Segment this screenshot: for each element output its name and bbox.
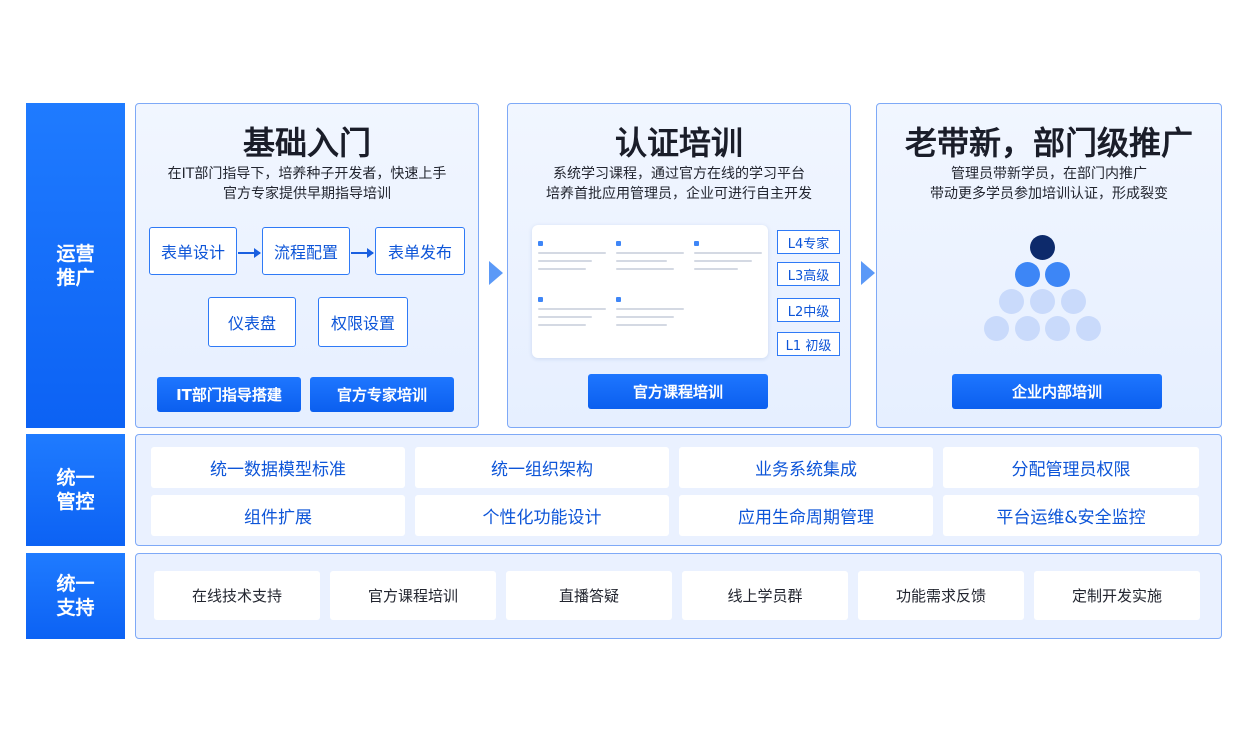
control-item[interactable]: 业务系统集成 <box>679 447 933 488</box>
dot-mentor <box>1030 235 1055 260</box>
panel-certification: 认证培训 系统学习课程，通过官方在线的学习平台 培养首批应用管理员，企业可进行自… <box>507 103 851 428</box>
doc-icon <box>538 241 606 246</box>
control-panel: 统一数据模型标准 统一组织架构 业务系统集成 分配管理员权限 组件扩展 个性化功… <box>135 434 1222 546</box>
support-item[interactable]: 线上学员群 <box>682 571 848 620</box>
it-guide-button[interactable]: IT部门指导搭建 <box>157 377 301 412</box>
internal-training-button[interactable]: 企业内部培训 <box>952 374 1162 409</box>
flow-step-process-config[interactable]: 流程配置 <box>262 227 350 275</box>
panel-mentoring-desc-1: 管理员带新学员，在部门内推广 <box>951 166 1147 182</box>
expert-training-button[interactable]: 官方专家培训 <box>310 377 454 412</box>
flow-step-form-publish[interactable]: 表单发布 <box>375 227 465 275</box>
box-dashboard[interactable]: 仪表盘 <box>208 297 296 347</box>
doc-icon <box>538 297 606 302</box>
dot-learner <box>1076 316 1101 341</box>
panel-basic-desc-1: 在IT部门指导下，培养种子开发者，快速上手 <box>167 166 447 182</box>
support-item[interactable]: 直播答疑 <box>506 571 672 620</box>
control-item[interactable]: 统一组织架构 <box>415 447 669 488</box>
course-platform-thumbnail <box>532 225 768 358</box>
side-label-control: 统一 管控 <box>26 434 125 546</box>
panel-certification-desc-1: 系统学习课程，通过官方在线的学习平台 <box>553 166 805 182</box>
level-l2[interactable]: L2中级 <box>777 298 840 322</box>
panel-basic-title: 基础入门 <box>242 124 371 162</box>
level-l1[interactable]: L1 初级 <box>777 332 840 356</box>
dot-learner <box>984 316 1009 341</box>
chevron-right-icon <box>489 261 503 285</box>
dot-learner <box>1061 289 1086 314</box>
doc-icon <box>694 241 762 246</box>
control-item[interactable]: 统一数据模型标准 <box>151 447 405 488</box>
panel-mentoring-desc-2: 带动更多学员参加培训认证，形成裂变 <box>930 186 1168 202</box>
control-item[interactable]: 组件扩展 <box>151 495 405 536</box>
doc-icon <box>616 297 684 302</box>
support-item[interactable]: 官方课程培训 <box>330 571 496 620</box>
level-l4[interactable]: L4专家 <box>777 230 840 254</box>
flow-arrow-2 <box>351 249 374 257</box>
panel-mentoring: 老带新，部门级推广 管理员带新学员，在部门内推广 带动更多学员参加培训认证，形成… <box>876 103 1222 428</box>
control-item[interactable]: 应用生命周期管理 <box>679 495 933 536</box>
dot-learner <box>999 289 1024 314</box>
dot-learner <box>1015 316 1040 341</box>
support-item[interactable]: 定制开发实施 <box>1034 571 1200 620</box>
flow-arrow-1 <box>238 249 261 257</box>
control-item[interactable]: 个性化功能设计 <box>415 495 669 536</box>
control-item[interactable]: 平台运维&安全监控 <box>943 495 1199 536</box>
side-label-support-text: 统一 支持 <box>56 573 95 619</box>
side-label-ops: 运营 推广 <box>26 103 125 428</box>
control-item[interactable]: 分配管理员权限 <box>943 447 1199 488</box>
dot-learner <box>1030 289 1055 314</box>
doc-icon <box>616 241 684 246</box>
dot-learner <box>1045 316 1070 341</box>
dot-admin <box>1015 262 1040 287</box>
panel-basic: 基础入门 在IT部门指导下，培养种子开发者，快速上手 官方专家提供早期指导培训 … <box>135 103 479 428</box>
panel-certification-title: 认证培训 <box>614 124 743 162</box>
panel-certification-desc-2: 培养首批应用管理员，企业可进行自主开发 <box>546 186 812 202</box>
official-course-button[interactable]: 官方课程培训 <box>588 374 768 409</box>
support-item[interactable]: 在线技术支持 <box>154 571 320 620</box>
side-label-support: 统一 支持 <box>26 553 125 639</box>
dot-admin <box>1045 262 1070 287</box>
panel-basic-desc-2: 官方专家提供早期指导培训 <box>223 186 391 202</box>
level-l3[interactable]: L3高级 <box>777 262 840 286</box>
panel-mentoring-title: 老带新，部门级推广 <box>904 124 1193 162</box>
flow-step-form-design[interactable]: 表单设计 <box>149 227 237 275</box>
chevron-right-icon <box>861 261 875 285</box>
box-permissions[interactable]: 权限设置 <box>318 297 408 347</box>
side-label-ops-text: 运营 推广 <box>56 242 95 289</box>
side-label-control-text: 统一 管控 <box>56 467 95 513</box>
support-panel: 在线技术支持 官方课程培训 直播答疑 线上学员群 功能需求反馈 定制开发实施 <box>135 553 1222 639</box>
support-item[interactable]: 功能需求反馈 <box>858 571 1024 620</box>
